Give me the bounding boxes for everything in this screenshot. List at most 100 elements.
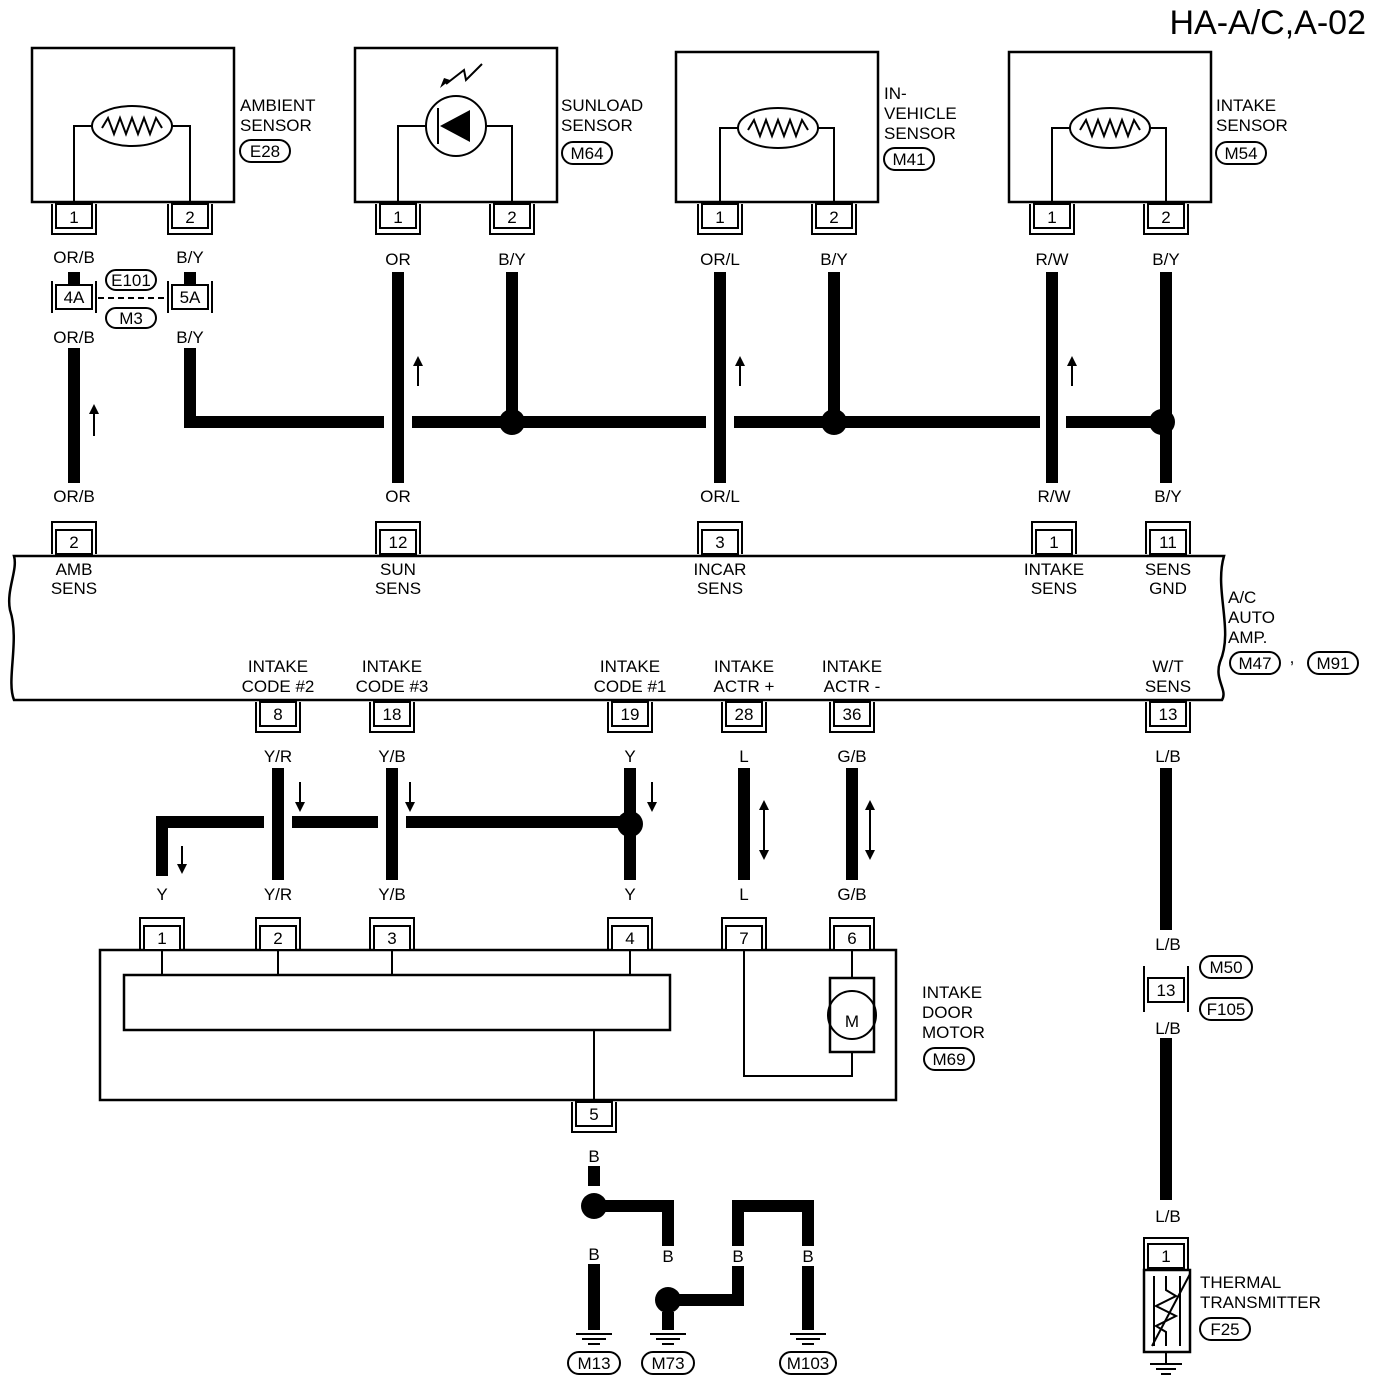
pin-number: 12 [389, 533, 408, 552]
sunload-sensor: SUNLOAD SENSOR M64 [353, 46, 643, 206]
sensor-pins: 1 2 OR/B B/Y 1 2 OR B/Y 1 2 OR/L B/Y 1 2… [51, 203, 1189, 269]
connector-pin [373, 701, 411, 727]
pin-function-label: SENS [1031, 579, 1077, 598]
connector-pin [55, 284, 93, 310]
wire-color-label: OR [385, 250, 411, 269]
thermal-transmitter: L/B 13 M50 F105 L/B L/B 1 THERMAL TRANSM… [1142, 935, 1321, 1375]
wire-color-label: L/B [1155, 935, 1181, 954]
wire-color-label: L/B [1155, 1207, 1181, 1226]
wire-color-label: OR/B [53, 487, 95, 506]
arrow-bidirectional-icon [759, 800, 769, 860]
wire-color-label: G/B [837, 747, 866, 766]
pin-number: 11 [1159, 533, 1177, 552]
connector-pin [1147, 1243, 1185, 1269]
wire-color-label: Y/R [264, 885, 292, 904]
pin-number: 5A [180, 288, 201, 307]
pin-number: 1 [1049, 533, 1058, 552]
pin-function-label: INTAKE [1024, 560, 1084, 579]
connector-badge [239, 139, 291, 163]
pin-function-label: INCAR [694, 560, 747, 579]
connector-pin [171, 284, 209, 310]
diagram-title: HA-A/C,A-02 [1170, 4, 1367, 42]
connector-pin [1149, 701, 1187, 727]
pin-function-label: AMB [56, 560, 93, 579]
splice-dot [655, 1287, 681, 1313]
in-vehicle-sensor-label: IN- [884, 84, 907, 103]
pin-number: 28 [735, 705, 754, 724]
pin-number: 2 [507, 208, 516, 227]
pin-function-label: SENS [375, 579, 421, 598]
connector-badge [1229, 651, 1281, 675]
wire-color-label: B/Y [1154, 487, 1181, 506]
wire-color-label: B [802, 1247, 813, 1266]
motor-symbol: M [845, 1012, 859, 1031]
wire-color-label: B [732, 1247, 743, 1266]
connector-pin [379, 203, 417, 229]
ground-id: M13 [577, 1354, 610, 1373]
pin-function-label: INTAKE [822, 657, 882, 676]
in-vehicle-sensor: IN- VEHICLE SENSOR M41 [674, 50, 957, 206]
pin-number: 1 [393, 208, 402, 227]
connector-id: M3 [119, 309, 143, 328]
arrow-down-icon [295, 782, 305, 812]
splice-dot [581, 1193, 607, 1219]
wire-color-label: G/B [837, 885, 866, 904]
amp-top-pins: OR/B 2 AMB SENS OR 12 SUN SENS OR/L 3 IN… [51, 487, 1191, 598]
motor-label: INTAKE [922, 983, 982, 1002]
connector-badge [567, 1351, 621, 1375]
wires [68, 272, 1172, 1330]
connector-badge [923, 1047, 975, 1071]
arrow-down-icon [405, 782, 415, 812]
connector-pin [1147, 203, 1185, 229]
splice-dot [821, 409, 847, 435]
connector-pin [1147, 977, 1185, 1003]
ground-icon [576, 1333, 612, 1345]
connector-badge [105, 307, 157, 329]
arrow-up-icon [89, 404, 99, 436]
wire-y-branch-a [156, 816, 264, 876]
motor-pins: Y 1 Y/R 2 Y/B 3 Y 4 L 7 G/B 6 5 [139, 885, 875, 1133]
wire-color-label: OR [385, 487, 411, 506]
connector-badge [641, 1351, 695, 1375]
signal-arrows [89, 356, 1077, 874]
pin-function-label: W/T [1152, 657, 1183, 676]
connector-id: M54 [1224, 144, 1257, 163]
connector-badge [1215, 141, 1267, 165]
wire-color-label: B/Y [820, 250, 847, 269]
ground-icon [650, 1333, 686, 1345]
ac-auto-amp: A/C AUTO AMP. M47 , M91 [7, 554, 1359, 702]
connector-id: M69 [932, 1050, 965, 1069]
wire-color-label: Y [624, 885, 635, 904]
pin-number: 13 [1157, 981, 1176, 1000]
connector-pin [815, 203, 853, 229]
splice-dot [1149, 409, 1175, 435]
connector-badge [1199, 997, 1253, 1021]
in-vehicle-sensor-label: VEHICLE [884, 104, 957, 123]
wire-gnd-c [594, 1200, 674, 1246]
pin-number: 1 [157, 929, 166, 948]
ground-section: B B B B B M13 M73 M103 [567, 1147, 837, 1375]
pin-function-label: GND [1149, 579, 1187, 598]
connector-badge [1199, 955, 1253, 979]
wire-color-label: Y/B [378, 885, 405, 904]
wire-gnd-e [668, 1266, 744, 1306]
ground-icon [1150, 1363, 1182, 1375]
connector-pin [611, 925, 649, 951]
motor-label: MOTOR [922, 1023, 985, 1042]
intake-sensor-label: INTAKE [1216, 96, 1276, 115]
connector-pin [379, 529, 417, 555]
pin-number: 2 [69, 533, 78, 552]
pin-number: 13 [1159, 705, 1178, 724]
arrow-up-icon [413, 356, 423, 386]
pin-function-label: INTAKE [362, 657, 422, 676]
pin-number: 18 [383, 705, 402, 724]
pin-number: 5 [589, 1105, 598, 1124]
wire-color-label: L [739, 747, 748, 766]
sunload-sensor-label: SENSOR [561, 116, 633, 135]
sunload-sensor-label: SUNLOAD [561, 96, 643, 115]
connector-id: M47 [1238, 654, 1271, 673]
connector-pin [611, 701, 649, 727]
wire-color-label: B/Y [498, 250, 525, 269]
connector-badge [561, 141, 613, 165]
wire-color-label: Y/B [378, 747, 405, 766]
